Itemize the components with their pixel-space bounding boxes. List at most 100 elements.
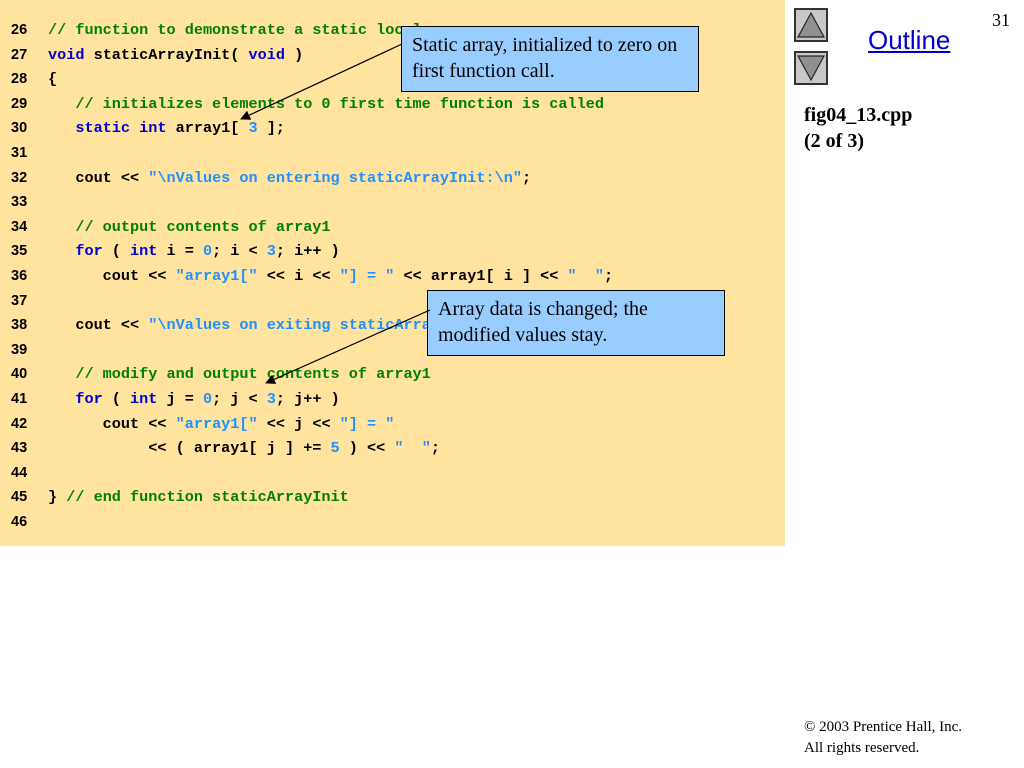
- code-line: for ( int j = 0; j < 3; j++ ): [48, 390, 340, 408]
- code-token: << i <<: [257, 267, 340, 285]
- line-number: 38: [11, 317, 28, 334]
- line-number: 46: [11, 514, 28, 530]
- code-token: 0: [202, 242, 213, 261]
- code-line: for ( int i = 0; i < 3; i++ ): [48, 242, 339, 261]
- code-token: // initializes elements to 0 first time …: [48, 94, 604, 113]
- code-token: [130, 119, 139, 137]
- code-token: // output contents of array1: [48, 217, 331, 236]
- line-number: 39: [11, 341, 28, 358]
- code-token: 3: [266, 390, 276, 408]
- code-token: 0: [202, 390, 213, 408]
- code-token: ;: [604, 267, 614, 285]
- code-token: for: [75, 390, 103, 408]
- code-token: void: [48, 45, 85, 64]
- code-token: 5: [330, 439, 340, 458]
- code-token: " ": [567, 267, 604, 285]
- line-number: 36: [11, 268, 28, 284]
- code-token: [48, 119, 75, 137]
- code-token: ) <<: [339, 439, 395, 458]
- slide-number: 31: [992, 10, 1010, 30]
- line-number: 35: [11, 243, 28, 260]
- code-token: "array1[": [175, 267, 258, 285]
- code-token: "] = ": [339, 414, 395, 433]
- line-number: 34: [11, 218, 28, 235]
- code-token: << ( array1[ j ] +=: [48, 439, 331, 458]
- code-token: int: [139, 119, 167, 138]
- code-token: "\nValues on entering staticArrayInit:\n…: [148, 168, 522, 187]
- code-token: void: [248, 45, 285, 64]
- copyright-text: 2003 Prentice Hall, Inc.: [815, 719, 963, 735]
- line-number: 40: [11, 366, 28, 383]
- code-token: [48, 242, 75, 260]
- code-token: cout <<: [48, 267, 176, 285]
- code-line: << ( array1[ j ] += 5 ) << " ";: [48, 439, 440, 457]
- callout-static-array: Static array, initialized to zero on fir…: [401, 26, 699, 92]
- line-number: 30: [11, 120, 28, 137]
- code-token: array1[: [166, 119, 249, 138]
- code-token: int: [130, 390, 158, 408]
- code-token: "] = ": [339, 267, 395, 285]
- line-number: 43: [11, 440, 28, 457]
- line-number: 37: [11, 292, 28, 309]
- line-number: 45: [11, 489, 28, 506]
- line-number: 31: [11, 145, 28, 161]
- code-token: ; j <: [212, 390, 267, 408]
- code-token: [48, 390, 75, 408]
- line-number: 42: [11, 415, 28, 432]
- code-token: ;: [430, 439, 440, 458]
- code-line: {: [48, 70, 57, 88]
- outline-link[interactable]: Outline: [868, 25, 951, 55]
- code-token: ): [285, 45, 304, 64]
- code-token: ;: [521, 168, 532, 187]
- up-arrow-icon: [796, 11, 826, 38]
- code-token: (: [102, 390, 131, 408]
- code-line: } // end function staticArrayInit: [48, 488, 349, 506]
- code-token: 3: [248, 119, 258, 138]
- figure-title: fig04_13.cpp (2 of 3): [804, 102, 912, 154]
- code-token: << j <<: [257, 414, 340, 433]
- code-token: << array1[ i ] <<: [394, 267, 568, 285]
- code-token: {: [48, 70, 58, 89]
- callout-text: Static array, initialized to zero on fir…: [412, 34, 678, 82]
- code-token: ; i <: [212, 242, 267, 261]
- part-indicator: (2 of 3): [804, 130, 864, 152]
- code-token: cout <<: [48, 168, 149, 187]
- code-token: int: [130, 242, 158, 261]
- code-token: // modify and output contents of array1: [48, 365, 431, 384]
- code-line: void staticArrayInit( void ): [48, 46, 303, 64]
- line-number: 29: [11, 95, 28, 112]
- line-number: 33: [11, 194, 28, 211]
- code-token: (: [102, 242, 131, 261]
- copyright-notice: © 2003 Prentice Hall, Inc. All rights re…: [804, 717, 962, 759]
- line-number: 41: [11, 391, 28, 407]
- code-token: // end function staticArrayInit: [66, 488, 349, 507]
- rights-text: All rights reserved.: [804, 740, 920, 756]
- code-token: ; j++ ): [275, 390, 340, 408]
- code-line: // initializes elements to 0 first time …: [48, 95, 604, 113]
- code-token: staticArrayInit(: [84, 45, 249, 64]
- next-slide-button[interactable]: [794, 51, 828, 85]
- line-number: 27: [11, 46, 28, 63]
- code-token: cout <<: [48, 316, 149, 335]
- code-token: static: [75, 119, 131, 138]
- code-token: "array1[": [175, 414, 258, 433]
- line-number: 32: [11, 169, 28, 186]
- code-line: static int array1[ 3 ];: [48, 119, 285, 137]
- line-number: 28: [11, 71, 28, 88]
- down-arrow-icon: [796, 55, 826, 82]
- code-token: cout <<: [48, 414, 176, 433]
- callout-text: Array data is changed; the modified valu…: [438, 298, 648, 346]
- code-token: 3: [266, 242, 276, 261]
- code-token: j =: [157, 390, 203, 408]
- code-line: cout << "array1[" << j << "] = ": [48, 414, 395, 433]
- line-number: 44: [11, 464, 28, 481]
- code-token: ];: [257, 119, 285, 138]
- callout-array-changed: Array data is changed; the modified valu…: [427, 290, 725, 356]
- code-token: for: [75, 242, 103, 261]
- previous-slide-button[interactable]: [794, 8, 828, 42]
- code-token: i =: [157, 242, 203, 261]
- code-token: " ": [394, 439, 431, 458]
- copyright-symbol: ©: [804, 719, 816, 735]
- file-name: fig04_13.cpp: [804, 104, 913, 126]
- code-line: cout << "array1[" << i << "] = " << arra…: [48, 267, 613, 285]
